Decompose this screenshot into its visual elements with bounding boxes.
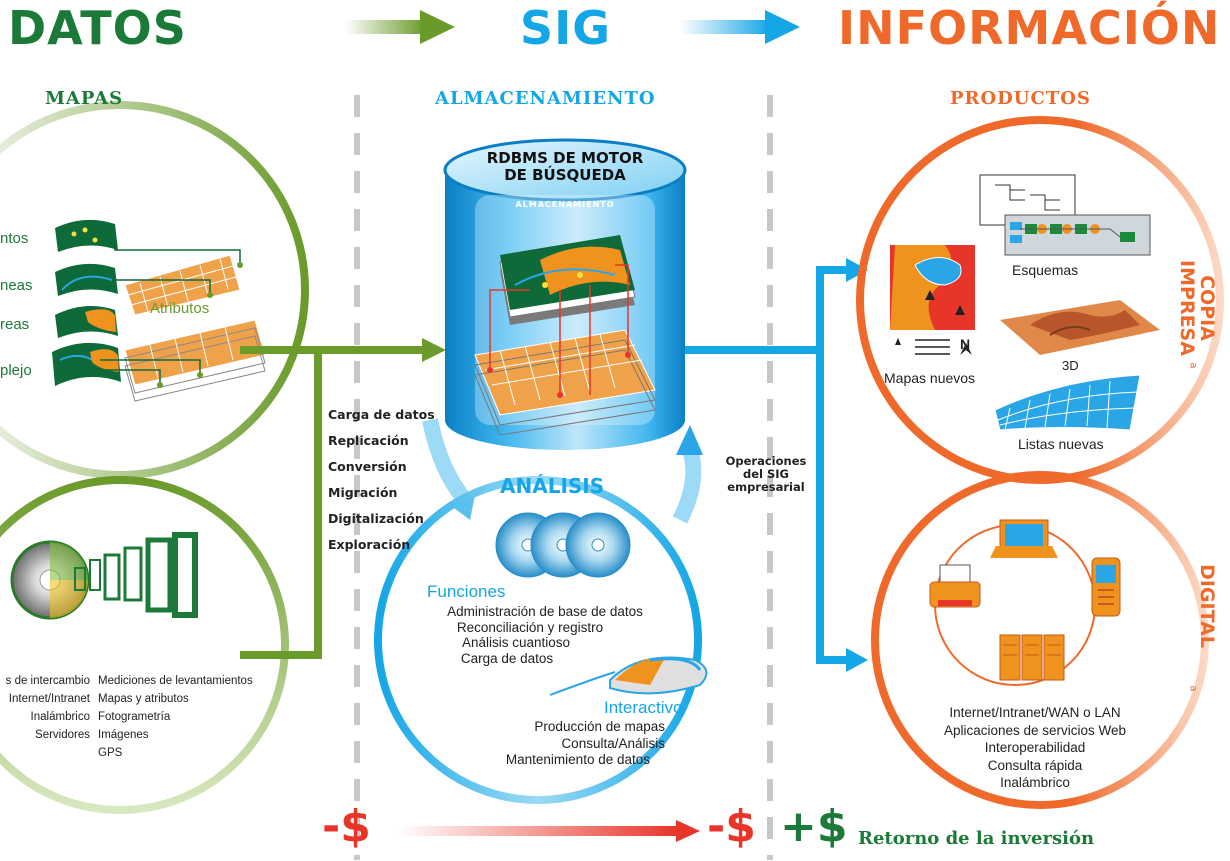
storage-cylinder (443, 138, 687, 450)
map-layer-sheets (52, 219, 266, 402)
source-item: s de intercambio (5, 675, 90, 687)
funcion-item: Reconciliación y registro (456, 619, 604, 635)
layer-label-complejo: plejo (0, 362, 32, 379)
digital-item: Interoperabilidad (984, 740, 1086, 755)
digital-suffix: a (1187, 685, 1199, 692)
roi-label: Retorno de la inversión (858, 828, 1095, 849)
funcion-item: Carga de datos (460, 650, 554, 666)
interactivo-item: Consulta/Análisis (561, 735, 665, 751)
layer-label-puntos: ntos (0, 230, 29, 247)
cylinder-band-label: ALMACENAMIENTO (515, 200, 615, 209)
interactivo-title: Interactivo (604, 698, 683, 717)
analisis-circle (374, 476, 702, 804)
funcion-item: Análisis cuantioso (461, 635, 571, 650)
cylinder-title: RDBMS DE MOTOR DE BÚSQUEDA (465, 150, 665, 184)
subheader-productos: PRODUCTOS (950, 88, 1091, 109)
source-item: Internet/Intranet (8, 693, 90, 705)
copia-circle (856, 116, 1224, 484)
cd-binary-icon (10, 532, 198, 620)
layer-label-lineas: neas (0, 277, 33, 294)
north-arrow-label: N (960, 336, 971, 352)
load-op: Conversión (328, 459, 407, 474)
operaciones-line: empresarial (727, 480, 805, 494)
cylinder-title-line1: RDBMS DE MOTOR (486, 149, 644, 167)
data-sources-right: Mediciones de levantamientos Mapas y atr… (98, 672, 253, 762)
sources-circle (0, 476, 289, 814)
digital-item: Internet/Intranet/WAN o LAN (949, 705, 1121, 720)
green-arrowhead (422, 338, 446, 362)
analisis-title: ANÁLISIS (500, 474, 605, 498)
computer-icon (990, 519, 1058, 558)
flow-arrow-down (422, 418, 472, 506)
layer-label-areas: reas (0, 316, 30, 333)
load-op: Exploración (328, 537, 411, 552)
copia-line: COPIA (1196, 275, 1218, 341)
mapas-nuevos-graphic (890, 245, 975, 355)
3d-graphic (1000, 300, 1160, 355)
printer-icon (929, 564, 981, 608)
digital-item: Inalámbrico (1000, 775, 1070, 790)
roi-minus-end: -$ (707, 801, 756, 852)
roi-arrow (398, 826, 678, 836)
phone-icon (1091, 557, 1121, 617)
esquemas-label: Esquemas (1012, 262, 1079, 278)
header-arrow-green (345, 10, 455, 44)
digital-item: Aplicaciones de servicios Web (943, 722, 1127, 738)
esquemas-graphic (979, 174, 1151, 256)
header-informacion: INFORMACIÓN (838, 1, 1221, 55)
digital-list: Internet/Intranet/WAN o LAN Aplicaciones… (920, 704, 1150, 792)
funcion-item: Administración de base de datos (447, 604, 643, 619)
disc-icons (495, 512, 631, 578)
load-op: Migración (328, 485, 398, 500)
source-item: Inalámbrico (30, 711, 90, 723)
flow-arrow-up (672, 447, 702, 524)
mouse-icon (549, 656, 708, 696)
green-bracket (240, 346, 322, 659)
interactivo-item: Producción de mapas (534, 719, 665, 734)
header-arrow-blue (680, 10, 800, 44)
load-op: Replicación (328, 433, 409, 448)
listas-nuevas-graphic (994, 374, 1141, 431)
mapas-nuevos-label: Mapas nuevos (884, 370, 976, 386)
listas-nuevas-label: Listas nuevas (1018, 436, 1104, 452)
load-operations-list: Carga de datos Replicación Conversión Mi… (328, 402, 435, 558)
digital-circle (871, 471, 1209, 809)
atributos-label: Atributos (150, 300, 210, 317)
funciones-title: Funciones (427, 582, 506, 601)
subheader-almacenamiento: ALMACENAMIENTO (435, 88, 656, 109)
roi-minus-start: -$ (322, 801, 371, 852)
interactivo-item: Mantenimiento de datos (505, 752, 650, 767)
subheader-mapas: MAPAS (45, 88, 124, 109)
mapas-circle (0, 101, 309, 479)
source-item: Imágenes (98, 729, 149, 741)
load-op: Carga de datos (328, 407, 435, 422)
roi-plus: +$ (780, 801, 848, 852)
source-item: Mediciones de levantamientos (98, 675, 253, 687)
operaciones-line: del SIG (743, 467, 789, 481)
cylinder-title-line2: DE BÚSQUEDA (504, 166, 626, 184)
header-datos: DATOS (8, 1, 187, 55)
source-item: Fotogrametría (98, 711, 171, 723)
data-sources-left: s de intercambio Internet/Intranet Inalá… (0, 672, 90, 744)
load-op: Digitalización (328, 511, 424, 526)
interactivo-list: Producción de mapas Consulta/Análisis Ma… (470, 719, 695, 769)
impresa-line: IMPRESA (1176, 260, 1198, 356)
copia-suffix: a (1187, 362, 1199, 369)
operaciones-label: Operaciones del SIG empresarial (712, 455, 820, 494)
funciones-list: Administración de base de datos Reconcil… (430, 604, 660, 666)
operaciones-line: Operaciones (725, 454, 807, 468)
digital-item: Consulta rápida (987, 757, 1083, 773)
source-item: GPS (98, 747, 123, 759)
server-icon (999, 634, 1065, 681)
digital-side-label: DIGITAL (1195, 564, 1218, 648)
source-item: Mapas y atributos (98, 693, 189, 705)
source-item: Servidores (35, 729, 90, 741)
copia-impresa-side-label: COPIA IMPRESA (1172, 238, 1230, 358)
3d-label: 3D (1062, 358, 1079, 373)
header-sig: SIG (520, 1, 612, 55)
